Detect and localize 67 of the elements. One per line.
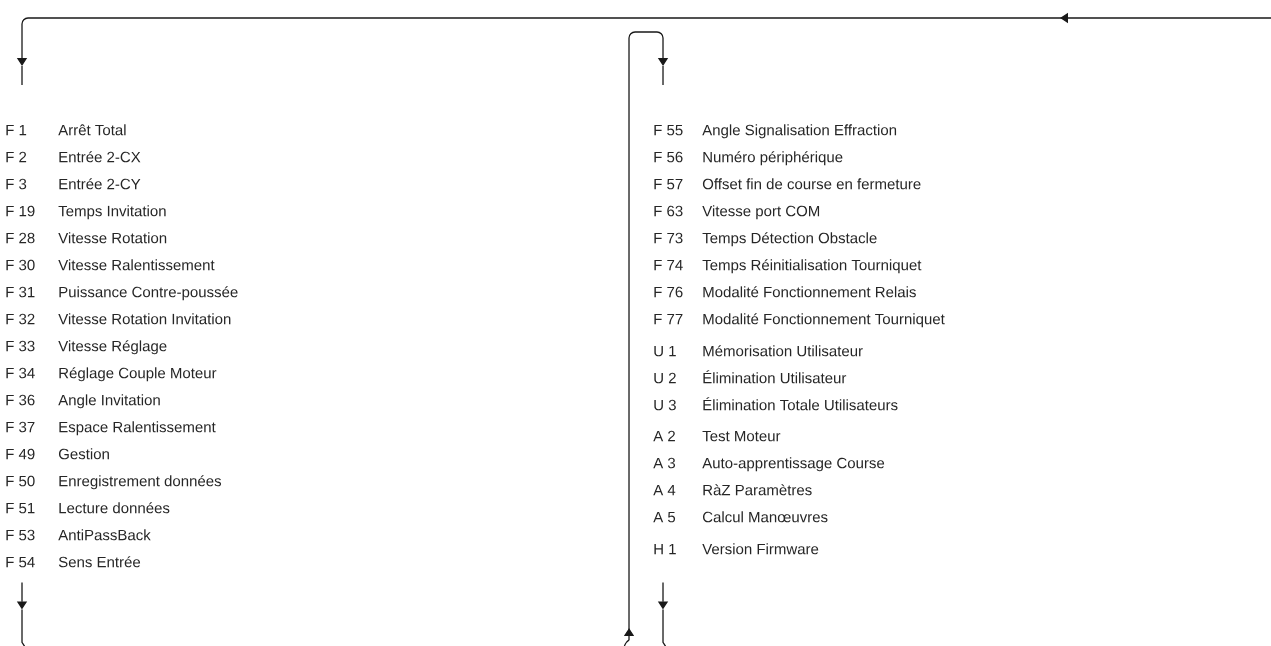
menu-item: Numéro périphérique (703, 151, 843, 166)
menu-item: AntiPassBack (58, 529, 151, 541)
menu-code: F 2 (6, 151, 27, 163)
menu-item: Vitesse Réglage (58, 340, 167, 355)
menu-item: Réglage Couple Moteur (59, 367, 217, 382)
menu-item: Mémorisation Utilisateur (703, 345, 863, 357)
menu-item: Entrée 2-CY (59, 178, 141, 190)
menu-item: Vitesse Rotation Invitation (58, 313, 231, 325)
menu-item: Offset fin de course en fermeture (702, 178, 921, 190)
menu-code: F 28 (6, 232, 35, 244)
menu-item: Test Moteur (702, 430, 781, 442)
menu-item: Lecture données (59, 502, 170, 514)
menu-item: Gestion (58, 448, 109, 460)
menu-code: F 55 (654, 124, 683, 136)
menu-code: F 74 (654, 259, 683, 271)
menu-code: F 77 (654, 313, 683, 325)
menu-item: Puissance Contre-poussée (59, 286, 238, 301)
menu-code: F 56 (654, 151, 683, 163)
menu-code: F 36 (6, 394, 35, 406)
menu-item: Entrée 2-CX (59, 151, 141, 163)
menu-item: RàZ Paramètres (703, 484, 812, 496)
menu-code: F 57 (654, 178, 683, 190)
menu-code: F 33 (6, 340, 35, 352)
menu-item: Temps Détection Obstacle (702, 232, 877, 247)
menu-code: H 1 (654, 543, 676, 555)
menu-item: Temps Invitation (58, 205, 166, 220)
menu-code: F 31 (6, 286, 35, 298)
menu-code: A 2 (653, 430, 675, 442)
menu-item: Arrêt Total (58, 124, 126, 136)
menu-item: Auto-apprentissage Course (702, 457, 885, 472)
menu-code: F 3 (6, 178, 27, 190)
menu-item: Temps Réinitialisation Tourniquet (702, 259, 922, 274)
menu-item: Élimination Utilisateur (703, 370, 847, 384)
menu-code: U 2 (654, 372, 676, 384)
menu-code: F 63 (654, 205, 683, 217)
menu-item: Enregistrement données (59, 475, 222, 490)
menu-code: F 76 (654, 286, 683, 298)
menu-item: Sens Entrée (58, 556, 141, 568)
menu-code: F 19 (6, 205, 35, 217)
menu-code: F 54 (6, 556, 35, 568)
menu-code: F 34 (6, 367, 35, 379)
menu-code: F 51 (6, 502, 35, 514)
menu-code: U 1 (654, 345, 676, 357)
menu-code: F 53 (6, 529, 35, 541)
menu-item: Version Firmware (702, 543, 819, 555)
menu-code: A 5 (653, 511, 676, 523)
menu-item: Vitesse port COM (702, 205, 820, 220)
menu-code: A 4 (653, 484, 676, 496)
menu-code: F 32 (6, 313, 35, 325)
menu-item: Calcul Manœuvres (703, 511, 828, 523)
menu-item: Angle Invitation (58, 394, 160, 409)
menu-code: F 73 (654, 232, 683, 244)
menu-code: F 37 (6, 421, 35, 433)
menu-item: Modalité Fonctionnement Tourniquet (703, 313, 945, 328)
menu-item: Modalité Fonctionnement Relais (703, 286, 916, 298)
menu-code: F 49 (6, 448, 35, 460)
menu-item: Vitesse Rotation (58, 232, 167, 244)
menu-code: U 3 (654, 399, 676, 411)
menu-item: Angle Signalisation Effraction (702, 124, 897, 139)
menu-item: Espace Ralentissement (59, 421, 216, 436)
menu-item: Élimination Totale Utilisateurs (703, 397, 898, 411)
menu-code: F 30 (6, 259, 35, 271)
menu-code: F 1 (6, 124, 27, 136)
menu-code: F 50 (6, 475, 35, 487)
menu-code: A 3 (653, 457, 676, 469)
menu-item: Vitesse Ralentissement (58, 259, 215, 271)
flow-arrow (623, 31, 669, 646)
